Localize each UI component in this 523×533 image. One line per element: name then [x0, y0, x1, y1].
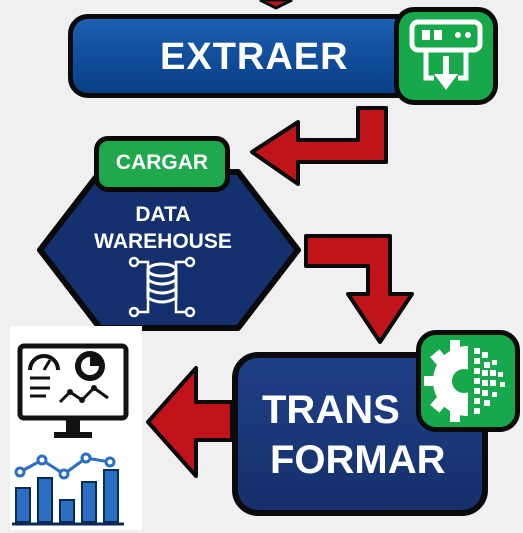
extract-step-label: EXTRAER	[160, 36, 349, 78]
incoming-arrow-tip	[259, 0, 293, 10]
gear-pixel-icon	[424, 340, 505, 422]
bar-line-chart-icon	[12, 452, 124, 526]
arrow-transform-to-analytics	[146, 366, 234, 478]
load-tag	[94, 136, 230, 192]
load-tag-label: CARGAR	[115, 151, 209, 174]
server-download-icon	[409, 19, 483, 90]
database-network-icon	[128, 256, 196, 318]
extract-step-bar	[68, 14, 428, 98]
warehouse-label-line1: DATA	[135, 203, 191, 226]
transform-label-line2: FORMAR	[270, 438, 446, 482]
data-warehouse-hexagon	[37, 169, 301, 331]
arrow-extract-to-load	[250, 106, 388, 186]
dashboard-monitor-icon	[17, 343, 129, 438]
transform-label-line1: TRANS	[262, 388, 400, 432]
warehouse-label-line2: WAREHOUSE	[94, 230, 232, 253]
arrow-load-to-transform	[304, 234, 414, 344]
